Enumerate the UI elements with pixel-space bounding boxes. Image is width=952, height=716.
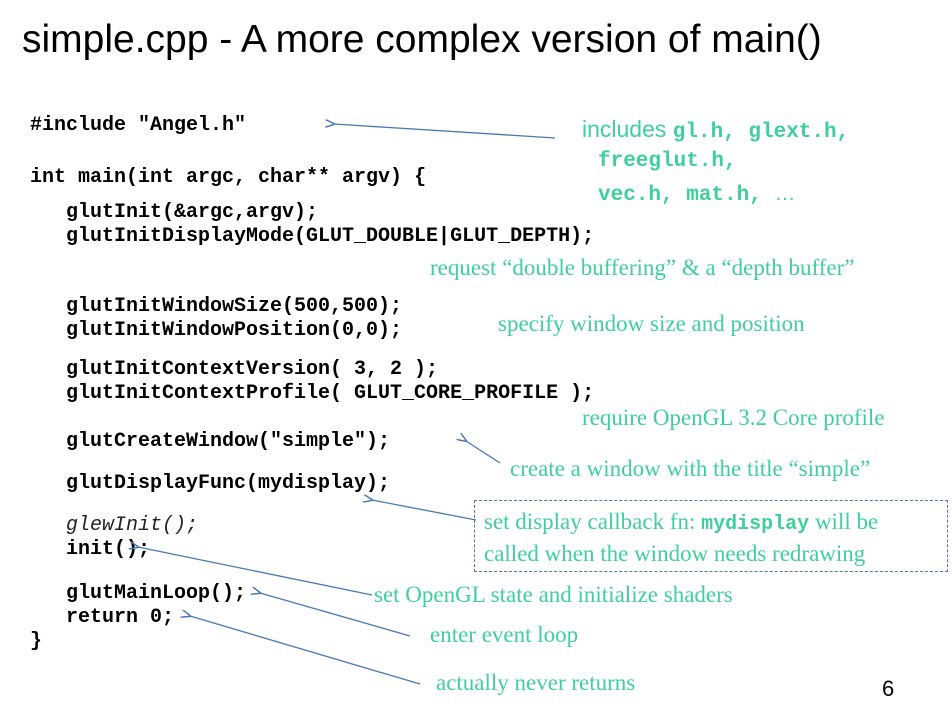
slide-title: simple.cpp - A more complex version of m… [22, 18, 822, 61]
code-include: #include "Angel.h" [30, 114, 247, 137]
note-create-window: create a window with the title “simple” [510, 455, 870, 483]
note-includes-line3a: vec.h, mat.h, [598, 184, 762, 207]
note-event-loop: enter event loop [430, 622, 579, 647]
code-context-version: glutInitContextVersion( 3, 2 ); [66, 358, 439, 381]
code-create-window: glutCreateWindow("simple"); [66, 430, 391, 453]
note-core-profile: require OpenGL 3.2 Core profile [582, 405, 885, 430]
note-callback-line1: set display callback fn: mydisplay will … [484, 508, 878, 539]
code-window-position: glutInitWindowPosition(0,0); [66, 319, 403, 342]
note-init-state: set OpenGL state and initialize shaders [374, 582, 733, 607]
arrow-init [138, 547, 373, 596]
note-callback-line2: called when the window needs redrawing [484, 541, 866, 566]
note-callback-a: set display callback fn: [484, 509, 702, 534]
code-main-loop: glutMainLoop(); [66, 582, 247, 605]
code-context-profile: glutInitContextProfile( GLUT_CORE_PROFIL… [66, 382, 595, 405]
note-never-returns: actually never returns [436, 670, 636, 695]
code-return: return 0; [66, 606, 175, 629]
code-window-size: glutInitWindowSize(500,500); [66, 295, 403, 318]
note-includes-line2: freeglut.h, [598, 150, 737, 173]
note-includes: includes gl.h, glext.h, [582, 116, 849, 144]
note-callback-fn: mydisplay [701, 513, 810, 536]
arrow-create-window [466, 441, 501, 464]
note-includes-word: includes [582, 116, 667, 142]
note-create-rest: a window with the title “simple” [564, 456, 871, 481]
code-main-signature: int main(int argc, char** argv) { [30, 166, 427, 189]
code-glewinit: glewInit(); [66, 514, 199, 537]
note-window-size: specify window size and position [498, 311, 805, 336]
arrow-display-func [372, 500, 477, 521]
code-display-func: glutDisplayFunc(mydisplay); [66, 472, 391, 495]
callout-box [474, 500, 948, 572]
note-includes-line3: vec.h, mat.h, … [598, 182, 795, 207]
arrow-main-loop [260, 593, 411, 637]
code-display-mode: glutInitDisplayMode(GLUT_DOUBLE|GLUT_DEP… [66, 225, 595, 248]
code-closing-brace: } [30, 630, 43, 653]
note-create-word: create [510, 456, 565, 481]
arrow-return [190, 616, 421, 685]
arrow-includes [334, 124, 556, 139]
note-double-buffer: request “double buffering” & a “depth bu… [430, 255, 855, 280]
code-glutinit: glutInit(&argc,argv); [66, 201, 319, 224]
page-number: 6 [882, 676, 895, 701]
note-includes-line1: gl.h, glext.h, [672, 121, 850, 144]
note-includes-ellipsis: … [774, 182, 796, 205]
note-callback-b: will be [809, 509, 879, 534]
